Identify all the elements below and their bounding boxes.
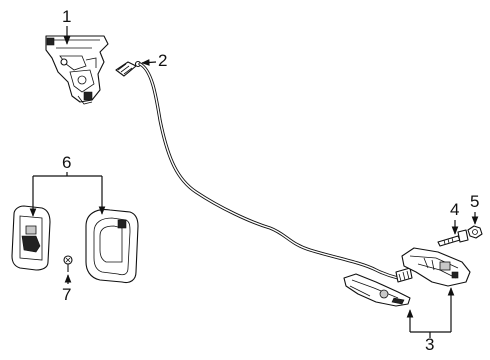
callout-1: 1 (62, 7, 71, 26)
handle-bracket-lower (343, 273, 411, 307)
callout-3: 3 (425, 335, 434, 354)
screw (63, 255, 73, 272)
gasket-left (11, 205, 51, 271)
gasket-right (85, 209, 139, 284)
callout-7: 7 (62, 285, 71, 304)
leader-lines (29, 26, 479, 338)
callout-4: 4 (450, 200, 459, 219)
release-cable (115, 60, 413, 283)
bolt (437, 229, 469, 247)
nut (467, 225, 483, 239)
handle-bracket-upper (401, 247, 471, 287)
callout-2: 2 (158, 51, 167, 70)
callout-5: 5 (470, 192, 479, 211)
latch-assembly (45, 35, 109, 105)
callout-6: 6 (62, 153, 71, 172)
